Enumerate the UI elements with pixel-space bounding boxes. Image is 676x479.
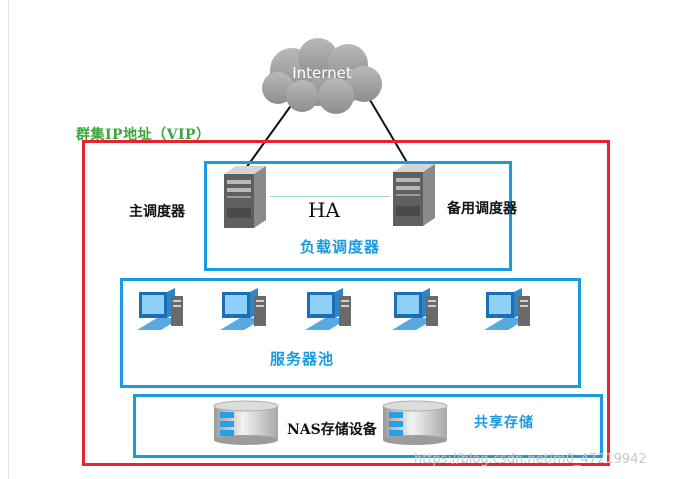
ha-label: HA	[308, 198, 340, 222]
cloud-icon	[262, 38, 382, 114]
link-internet-main	[245, 99, 296, 169]
watermark: https://blog.csdn.net/m0_47219942	[414, 452, 647, 467]
shared-storage-group	[133, 394, 603, 458]
internet-label: Internet	[292, 64, 352, 82]
cluster-boundary	[82, 140, 610, 466]
main-scheduler-server-icon	[224, 166, 266, 228]
main-scheduler-label: 主调度器	[129, 204, 185, 220]
pool-server-3-icon	[305, 288, 351, 330]
nas-storage-1-icon	[213, 400, 279, 445]
nas-storage-label: NAS存储设备	[287, 422, 377, 438]
nas-storage-2-icon	[382, 400, 448, 445]
load-balancer-label: 负载调度器	[300, 238, 381, 256]
vip-label: 群集IP地址（VIP）	[76, 127, 211, 143]
pool-server-2-icon	[220, 288, 266, 330]
link-internet-backup	[369, 99, 409, 165]
load-balancer-group	[204, 161, 512, 271]
backup-scheduler-label: 备用调度器	[447, 201, 517, 217]
pool-server-1-icon	[137, 288, 183, 330]
ha-link-line	[270, 196, 390, 197]
page-left-rule	[8, 0, 9, 479]
backup-scheduler-server-icon	[393, 164, 435, 226]
shared-storage-label: 共享存储	[474, 415, 534, 431]
pool-server-5-icon	[484, 288, 530, 330]
server-pool-label: 服务器池	[270, 350, 335, 368]
server-pool-group	[120, 278, 581, 388]
pool-server-4-icon	[392, 288, 438, 330]
